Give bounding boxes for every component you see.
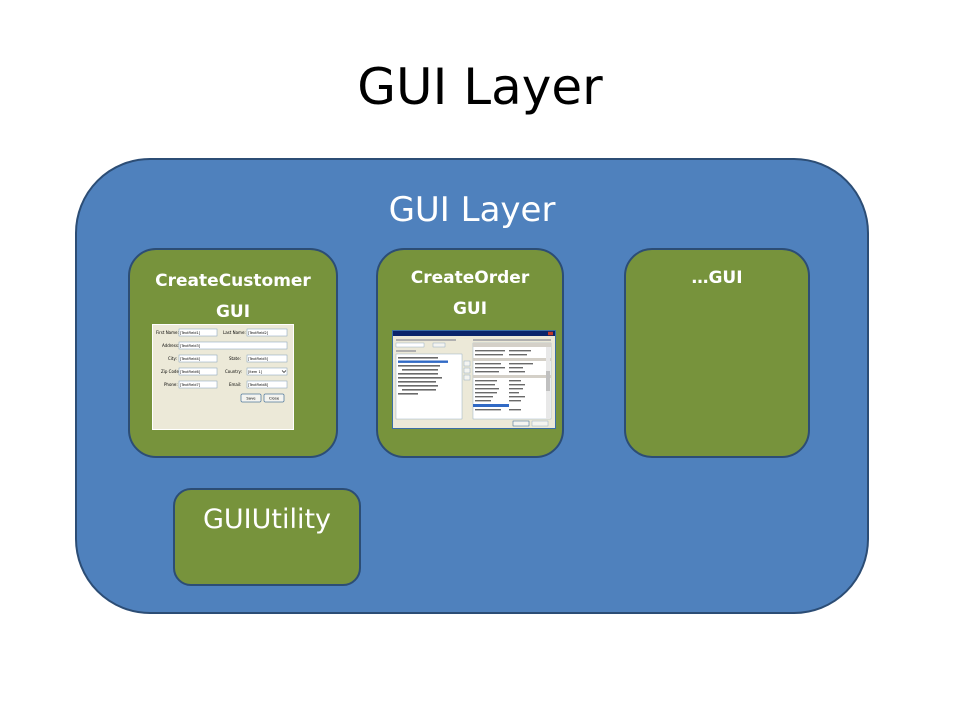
close-button	[263, 393, 285, 403]
form-label: Email:	[229, 382, 241, 387]
gui-utility-module: GUIUtility	[173, 488, 361, 586]
create-customer-gui-module: CreateCustomer GUI First Name: [TextFiel…	[128, 248, 338, 458]
slide-title: GUI Layer	[357, 58, 603, 116]
customer-form-thumbnail: First Name: [TextField1] Last Name: [Tex…	[152, 324, 294, 430]
save-button	[240, 393, 262, 403]
form-label: City:	[168, 356, 177, 361]
other-gui-module: …GUI	[624, 248, 810, 458]
form-value: [TextField8]	[248, 383, 269, 387]
form-label: First Name:	[156, 330, 179, 335]
form-label: Address:	[162, 343, 179, 348]
form-label: Country:	[225, 369, 242, 374]
order-editor-thumbnail	[392, 330, 556, 429]
form-label: Zip Code:	[161, 369, 180, 374]
form-value: [TextField2]	[248, 331, 269, 335]
close-button-label: Close	[269, 396, 280, 401]
create-order-gui-label: CreateOrder GUI	[410, 268, 530, 319]
collection-editor-image	[393, 331, 555, 428]
form-value: [TextField7]	[180, 383, 201, 387]
form-value: [Item 1]	[248, 370, 263, 374]
create-order-gui-module: CreateOrder GUI	[376, 248, 564, 458]
gui-layer-label: GUI Layer	[388, 190, 556, 230]
save-button-label: Save	[246, 396, 256, 401]
form-label: Phone:	[164, 382, 178, 387]
customer-form-image: First Name: [TextField1] Last Name: [Tex…	[153, 325, 293, 429]
form-value: [TextField1]	[180, 331, 201, 335]
chevron-down-icon	[281, 370, 287, 373]
create-customer-gui-label: CreateCustomer GUI	[155, 271, 311, 322]
form-label: State:	[229, 356, 241, 361]
other-gui-label: …GUI	[691, 268, 743, 288]
form-value: [TextField5]	[248, 357, 269, 361]
form-value: [TextField6]	[180, 370, 201, 374]
form-label: Last Name:	[223, 330, 246, 335]
form-value: [TextField3]	[180, 344, 201, 348]
gui-utility-label: GUIUtility	[202, 504, 332, 535]
form-value: [TextField4]	[180, 357, 201, 361]
